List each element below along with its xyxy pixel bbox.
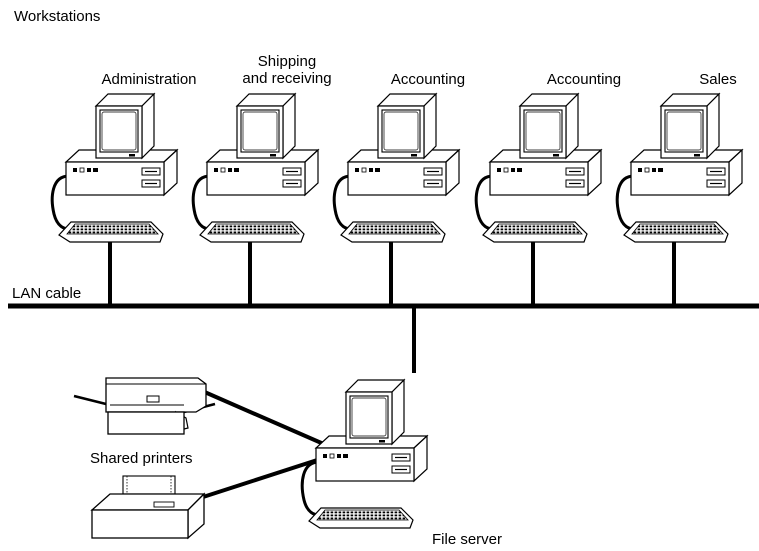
workstations-heading: Workstations (14, 8, 101, 25)
shared-printers-label: Shared printers (90, 450, 193, 467)
lan-cable-label: LAN cable (12, 285, 82, 302)
computer-icon (191, 92, 320, 244)
workstation-label-shipping: Shipping and receiving (242, 53, 332, 87)
file-server-label: File server (432, 531, 503, 548)
computer-icon (50, 92, 179, 244)
workstation-label-accounting-2: Accounting (546, 71, 622, 88)
computer-icon (300, 378, 429, 530)
computer-icon (615, 92, 744, 244)
printer-icon (90, 475, 206, 540)
printer-icon (73, 377, 216, 435)
printer-cable (199, 388, 343, 454)
workstation-label-accounting: Accounting (390, 71, 466, 88)
workstation-label-sales: Sales (699, 71, 737, 88)
computer-icon (332, 92, 461, 244)
workstation-label-administration: Administration (101, 71, 197, 88)
computer-icon (474, 92, 603, 244)
